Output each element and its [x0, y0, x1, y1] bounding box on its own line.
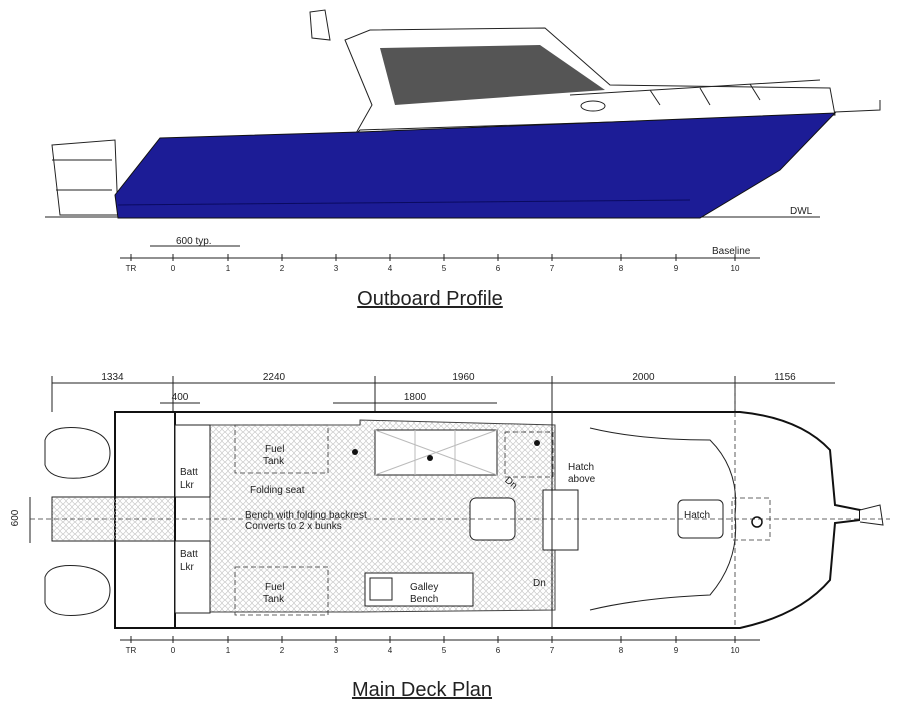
- galley-label: Galley: [410, 582, 438, 593]
- bow-roller: [859, 504, 884, 526]
- porthole: [580, 100, 606, 112]
- dim-600: 600: [10, 509, 21, 526]
- dimension-value: 1156: [774, 372, 796, 383]
- station-label: 6: [496, 646, 501, 655]
- station-label: TR: [126, 264, 137, 273]
- dimension-chain: 1334 2240 1960 2000 1156: [51, 372, 835, 412]
- galley-label: Bench: [410, 594, 438, 605]
- bench-label: Converts to 2 x bunks: [245, 521, 342, 532]
- cabin-window: [380, 45, 605, 105]
- station-label: 7: [550, 264, 555, 273]
- station-label: 3: [334, 264, 339, 273]
- batt-label: Lkr: [180, 480, 195, 491]
- dash-console: [542, 489, 579, 551]
- station-label: 7: [550, 646, 555, 655]
- hatch-above-outline: [504, 431, 554, 478]
- bow-rail: [569, 79, 821, 106]
- station-label: 5: [442, 646, 447, 655]
- station-label: 8: [619, 264, 624, 273]
- folding-seat-label: Folding seat: [250, 485, 305, 496]
- bench-label: Bench with folding backrest: [245, 510, 367, 521]
- dimension-value: 1960: [452, 372, 475, 383]
- profile-stations: TR 0 1 2 3 4 5 6 7 8 9 10: [126, 254, 740, 273]
- foredeck-coaming: [589, 427, 737, 611]
- station-label: 1: [226, 264, 231, 273]
- dim-1800: 1800: [404, 392, 427, 403]
- station-label: 1: [226, 646, 231, 655]
- baseline-label: Baseline: [712, 246, 751, 257]
- dwl-label: DWL: [790, 206, 813, 217]
- batt-label: Batt: [180, 467, 198, 478]
- station-label: 4: [388, 264, 393, 273]
- dn-label: Dn: [533, 578, 546, 589]
- dimension-value: 2240: [263, 372, 286, 383]
- fuel-label: Fuel: [265, 582, 284, 593]
- station-label: 3: [334, 646, 339, 655]
- fuel-label: Fuel: [265, 444, 284, 455]
- plan-stations: TR 0 1 2 3 4 5 6 7 8 9 10: [126, 636, 740, 655]
- outboard-profile: DWL 600 typ. Baseline TR 0 1 2 3 4 5 6 7 8 9 10 Out…: [45, 9, 881, 310]
- batt-label: Lkr: [180, 562, 195, 573]
- outboard-motor: [51, 139, 119, 216]
- fuel-tank-bottom: [234, 566, 329, 616]
- fuel-tank-top: [234, 424, 329, 474]
- station-label: 2: [280, 646, 285, 655]
- station-label: TR: [126, 646, 137, 655]
- helm-seat: [469, 497, 516, 541]
- station-label: 9: [674, 264, 679, 273]
- sink: [369, 577, 393, 601]
- antenna-mount: [309, 9, 331, 41]
- station-label: 9: [674, 646, 679, 655]
- hatch-above-label: above: [568, 474, 596, 485]
- windlass: [751, 516, 763, 528]
- hatch-label: Hatch: [684, 510, 710, 521]
- bow-fitting: [834, 100, 881, 113]
- station-label: 4: [388, 646, 393, 655]
- dimension-value: 1334: [101, 372, 124, 383]
- dim-400: 400: [172, 392, 189, 403]
- hull: [114, 112, 837, 219]
- profile-title: Outboard Profile: [357, 288, 503, 310]
- station-label: 0: [171, 264, 176, 273]
- batt-label: Batt: [180, 549, 198, 560]
- outboard-motor-bottom: [44, 565, 111, 616]
- dimension-value: 2000: [632, 372, 655, 383]
- station-label: 10: [731, 646, 740, 655]
- fuel-label: Tank: [263, 594, 285, 605]
- batt-locker-top: [174, 424, 211, 498]
- spacing-label: 600 typ.: [176, 236, 212, 247]
- station-label: 5: [442, 264, 447, 273]
- station-label: 2: [280, 264, 285, 273]
- station-label: 6: [496, 264, 501, 273]
- station-label: 10: [731, 264, 740, 273]
- plan-title: Main Deck Plan: [352, 679, 492, 701]
- hatch-above-label: Hatch: [568, 462, 594, 473]
- fuel-label: Tank: [263, 456, 285, 467]
- batt-locker-bottom: [174, 540, 211, 614]
- station-label: 8: [619, 646, 624, 655]
- outboard-motor-top: [44, 427, 111, 479]
- station-label: 0: [171, 646, 176, 655]
